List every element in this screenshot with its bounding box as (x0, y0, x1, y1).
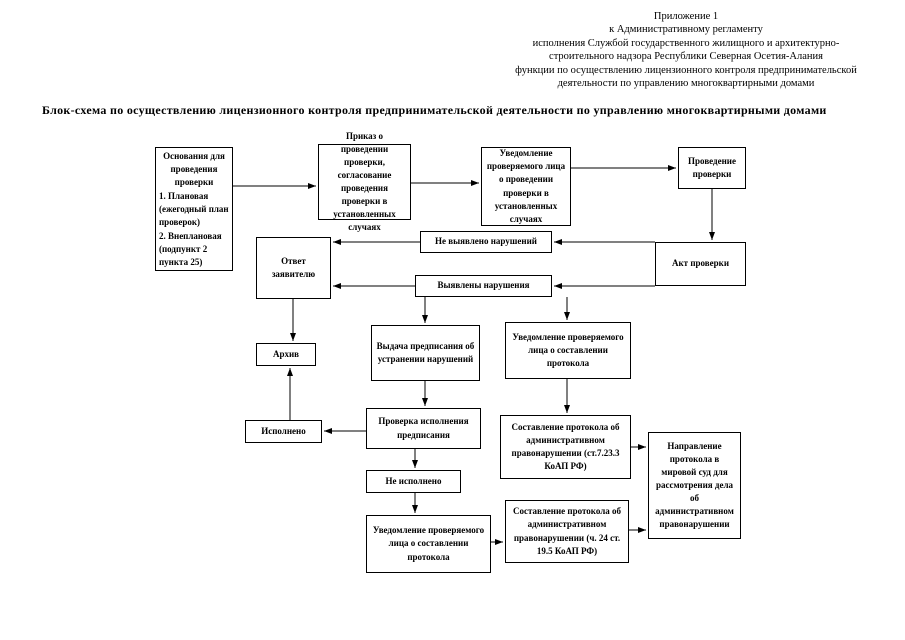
node-uvedomlenie-protokol-1-label: Уведомление проверяемого лица о составле… (512, 331, 624, 369)
node-ne-vyyavleno-label: Не выявлено нарушений (435, 236, 537, 247)
node-uvedomlenie-provedenie-label: Уведомление проверяемого лица о проведен… (486, 148, 566, 224)
node-vyyavleny-narusheniya: Выявлены нарушения (415, 275, 552, 297)
node-proverka-ispolneniya-label: Проверка исполнения предписания (378, 416, 469, 440)
node-vydacha-predpisaniya: Выдача предписания об устранении нарушен… (371, 325, 480, 381)
node-provedenie-proverki: Проведение проверки (678, 147, 746, 189)
node-uvedomlenie-o-provedenii: Уведомление проверяемого лица о проведен… (481, 147, 571, 226)
header-line-6: деятельности по управлению многоквартирн… (557, 78, 815, 90)
node-proverka-ispolneniya: Проверка исполнения предписания (366, 408, 481, 449)
node-provedenie-label: Проведение проверки (688, 155, 736, 179)
node-vyyavleny-label: Выявлены нарушения (437, 280, 530, 291)
node-akt-label: Акт проверки (671, 258, 730, 269)
document-header: Приложение 1 к Административному регламе… (495, 10, 877, 91)
header-line-1: Приложение 1 (653, 11, 719, 22)
node-ne-ispolneno-label: Не исполнено (385, 475, 442, 486)
node-protokol-st-7-23-3: Составление протокола об административно… (500, 415, 631, 479)
node-vydacha-label: Выдача предписания об устранении нарушен… (376, 340, 475, 364)
node-ispolneno: Исполнено (245, 420, 322, 443)
node-uvedomlenie-protokol-2-label: Уведомление проверяемого лица о составле… (372, 525, 485, 562)
node-uvedomlenie-protokol-2: Уведомление проверяемого лица о составле… (366, 515, 491, 573)
header-line-4: строительного надзора Республики Северна… (549, 51, 823, 63)
node-ne-vyyavleno-narusheniy: Не выявлено нарушений (420, 231, 552, 253)
node-osnovaniya-item-vneplanovaya: 2. Внеплановая (подпункт 2 пункта 25) (159, 231, 222, 268)
node-osnovaniya-title: Основания для проведения проверки (163, 151, 225, 188)
node-arhiv-label: Архив (272, 348, 300, 359)
node-prikaz-label: Приказ о проведении проверки, согласован… (333, 130, 396, 233)
node-napravlenie-label: Направление протокола в мировой суд для … (655, 440, 734, 530)
node-osnovaniya-provedeniya-proverki: Основания для проведения проверки 1. Пла… (155, 147, 233, 271)
header-line-3: исполнения Службой государственного жили… (532, 37, 840, 49)
node-prikaz-o-provedenii: Приказ о проведении проверки, согласован… (318, 131, 411, 232)
node-protokol-ch-24-st-19-5-label: Составление протокола об административно… (512, 506, 622, 556)
node-otvet-label: Ответ заявителю (271, 255, 316, 279)
node-ne-ispolneno: Не исполнено (366, 470, 461, 493)
node-osnovaniya-item-planovaya: 1. Плановая (ежегодный план проверок) (159, 191, 229, 228)
node-otvet-zayavitelyu: Ответ заявителю (256, 237, 331, 299)
header-line-2: к Административному регламенту (609, 24, 763, 36)
node-akt-proverki: Акт проверки (655, 242, 746, 286)
page-title: Блок-схема по осуществлению лицензионног… (42, 103, 827, 117)
node-uvedomlenie-protokol-1: Уведомление проверяемого лица о составле… (505, 322, 631, 379)
header-line-5: функции по осуществлению лицензионного к… (515, 64, 857, 76)
node-protokol-ch-24-st-19-5: Составление протокола об административно… (505, 500, 629, 563)
node-napravlenie-v-sud: Направление протокола в мировой суд для … (648, 432, 741, 539)
node-ispolneno-label: Исполнено (261, 425, 306, 436)
node-arhiv: Архив (256, 343, 316, 366)
node-protokol-st-7-23-3-label: Составление протокола об административно… (511, 421, 620, 472)
